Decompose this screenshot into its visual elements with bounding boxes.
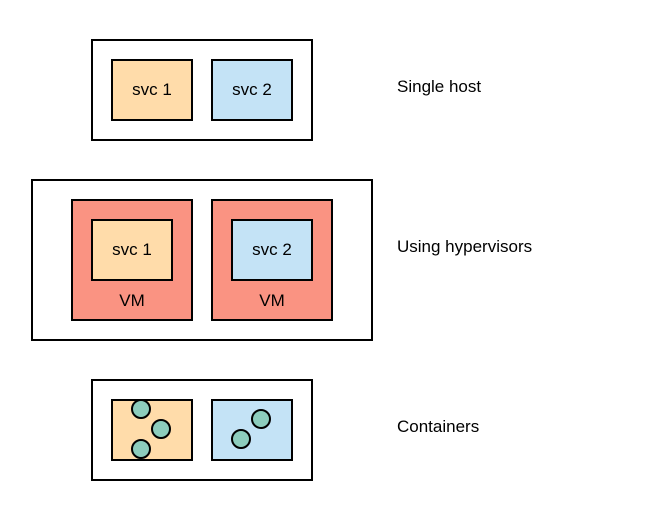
- container-circle: [251, 409, 271, 429]
- vm2-label: VM: [259, 291, 285, 310]
- container-circle: [131, 399, 151, 419]
- single-host-label: Single host: [397, 77, 482, 96]
- container-circle: [131, 439, 151, 459]
- container-circle: [151, 419, 171, 439]
- container-circle: [231, 429, 251, 449]
- single-host-svc2-box: svc 2: [211, 59, 293, 121]
- hypervisors-label: Using hypervisors: [397, 237, 533, 256]
- single-host-svc1-box: svc 1: [111, 59, 193, 121]
- containers-svc2-box: [211, 399, 293, 461]
- vm2-svc-box: svc 2: [231, 219, 313, 281]
- vm1-svc-box: svc 1: [91, 219, 173, 281]
- containers-label: Containers: [397, 417, 480, 436]
- vm1-label: VM: [119, 291, 145, 310]
